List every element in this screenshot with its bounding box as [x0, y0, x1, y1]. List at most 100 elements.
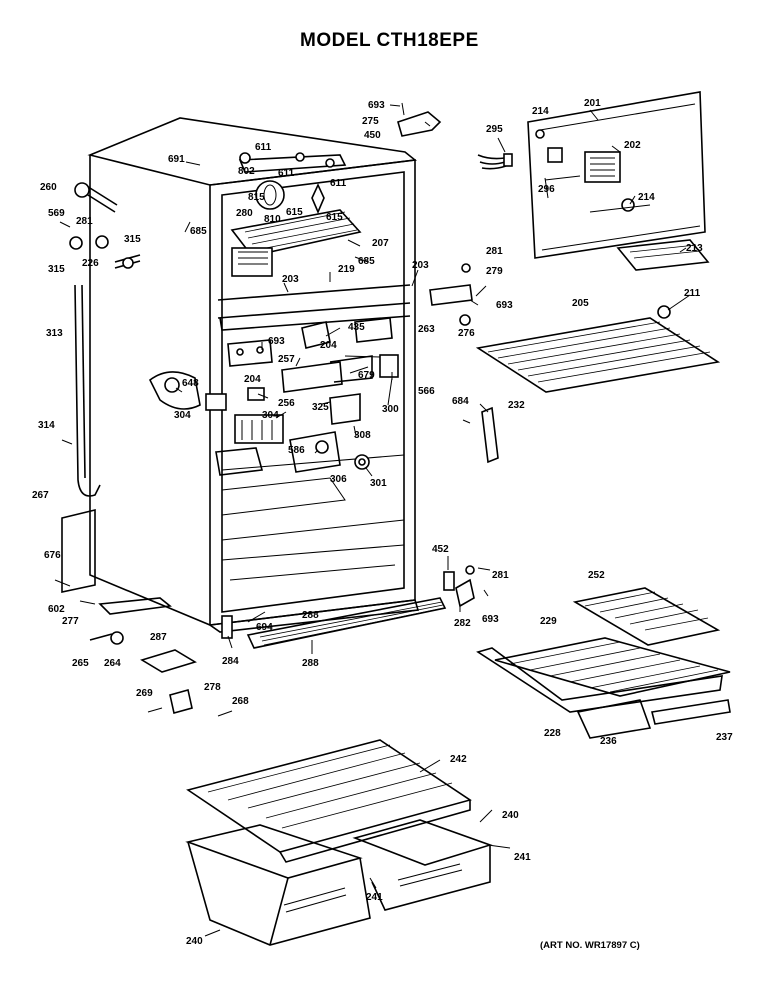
- part-label: 569: [48, 208, 65, 219]
- part-label: 295: [486, 124, 503, 135]
- part-label: 201: [584, 98, 601, 109]
- part-label: 325: [312, 402, 329, 413]
- part-label: 684: [452, 396, 469, 407]
- part-label: 450: [364, 130, 381, 141]
- part-label: 241: [514, 852, 531, 863]
- part-label: 203: [282, 274, 299, 285]
- part-label: 281: [486, 246, 503, 257]
- part-label: 435: [348, 322, 365, 333]
- leader-lines: [175, 104, 691, 937]
- part-label: 694: [256, 622, 273, 633]
- part-label: 256: [278, 398, 295, 409]
- part-label: 693: [482, 614, 499, 625]
- part-label: 287: [150, 632, 167, 643]
- part-label: 278: [204, 682, 221, 693]
- part-label: 214: [532, 106, 549, 117]
- part-label: 213: [686, 243, 703, 254]
- part-label: 308: [354, 430, 371, 441]
- part-label: 211: [684, 288, 701, 299]
- part-label: 204: [320, 340, 337, 351]
- evaporator-assembly: [114, 152, 362, 277]
- part-label: 267: [32, 490, 49, 501]
- part-label: 226: [82, 258, 99, 269]
- part-label: 276: [458, 328, 475, 339]
- crisper-assembly: [185, 739, 493, 946]
- part-label: 679: [358, 370, 375, 381]
- part-label: 810: [264, 214, 281, 225]
- part-label: 214: [638, 192, 655, 203]
- part-label: 566: [418, 386, 435, 397]
- fresh-food-shelves: [476, 587, 731, 739]
- part-label: 282: [454, 618, 471, 629]
- part-label: 315: [124, 234, 141, 245]
- part-label: 296: [538, 184, 555, 195]
- part-label: 693: [268, 336, 285, 347]
- part-label: 240: [502, 810, 519, 821]
- part-label: 242: [450, 754, 467, 765]
- part-label: 252: [588, 570, 605, 581]
- part-label: 685: [190, 226, 207, 237]
- part-label: 236: [600, 736, 617, 747]
- art-number: (ART NO. WR17897 C): [540, 940, 640, 951]
- small-parts: [89, 565, 489, 717]
- part-label: 207: [372, 238, 389, 249]
- part-label: 232: [508, 400, 525, 411]
- part-label: 263: [418, 324, 435, 335]
- part-label: 304: [262, 410, 279, 421]
- part-label: 219: [338, 264, 355, 275]
- part-label: 265: [72, 658, 89, 669]
- part-label: 615: [286, 207, 303, 218]
- part-label: 452: [432, 544, 449, 555]
- part-label: 611: [278, 168, 295, 179]
- part-label: 284: [222, 656, 239, 667]
- part-label: 301: [370, 478, 387, 489]
- part-label: 204: [244, 374, 261, 385]
- part-label: 203: [412, 260, 429, 271]
- part-label: 611: [255, 142, 272, 153]
- control-panel-201: [477, 91, 710, 271]
- part-label: 586: [288, 445, 305, 456]
- part-label: 611: [330, 178, 347, 189]
- top-hinge: [397, 102, 442, 137]
- part-label: 240: [186, 936, 203, 947]
- part-label: 691: [168, 154, 185, 165]
- part-label: 229: [540, 616, 557, 627]
- part-label: 257: [278, 354, 295, 365]
- part-label: 314: [38, 420, 55, 431]
- part-label: 228: [544, 728, 561, 739]
- part-label: 315: [48, 264, 65, 275]
- part-label: 306: [330, 474, 347, 485]
- cabinet-shell: [87, 117, 420, 633]
- part-label: 241: [366, 892, 383, 903]
- part-label: 279: [486, 266, 503, 277]
- part-label: 802: [238, 166, 255, 177]
- part-label: 288: [302, 610, 319, 621]
- part-label: 693: [496, 300, 513, 311]
- part-label: 260: [40, 182, 57, 193]
- part-label: 264: [104, 658, 121, 669]
- part-number-labels: 693 275 450 295 214 201 202 296 214 213 …: [32, 98, 733, 947]
- part-label: 300: [382, 404, 399, 415]
- part-label: 281: [76, 216, 93, 227]
- part-label: 676: [44, 550, 61, 561]
- part-label: 277: [62, 616, 79, 627]
- part-label: 685: [358, 256, 375, 267]
- control-components: [148, 317, 399, 476]
- part-label: 268: [232, 696, 249, 707]
- part-label: 275: [362, 116, 379, 127]
- part-label: 693: [368, 100, 385, 111]
- part-label: 269: [136, 688, 153, 699]
- diagram-title: MODEL CTH18EPE: [300, 30, 479, 51]
- part-label: 304: [174, 410, 191, 421]
- part-label: 205: [572, 298, 589, 309]
- freezer-shelf-205: [429, 263, 721, 464]
- part-label: 288: [302, 658, 319, 669]
- part-label: 815: [248, 192, 265, 203]
- part-label: 281: [492, 570, 509, 581]
- part-label: 280: [236, 208, 253, 219]
- part-label: 615: [326, 212, 343, 223]
- part-label: 313: [46, 328, 63, 339]
- part-label: 602: [48, 604, 65, 615]
